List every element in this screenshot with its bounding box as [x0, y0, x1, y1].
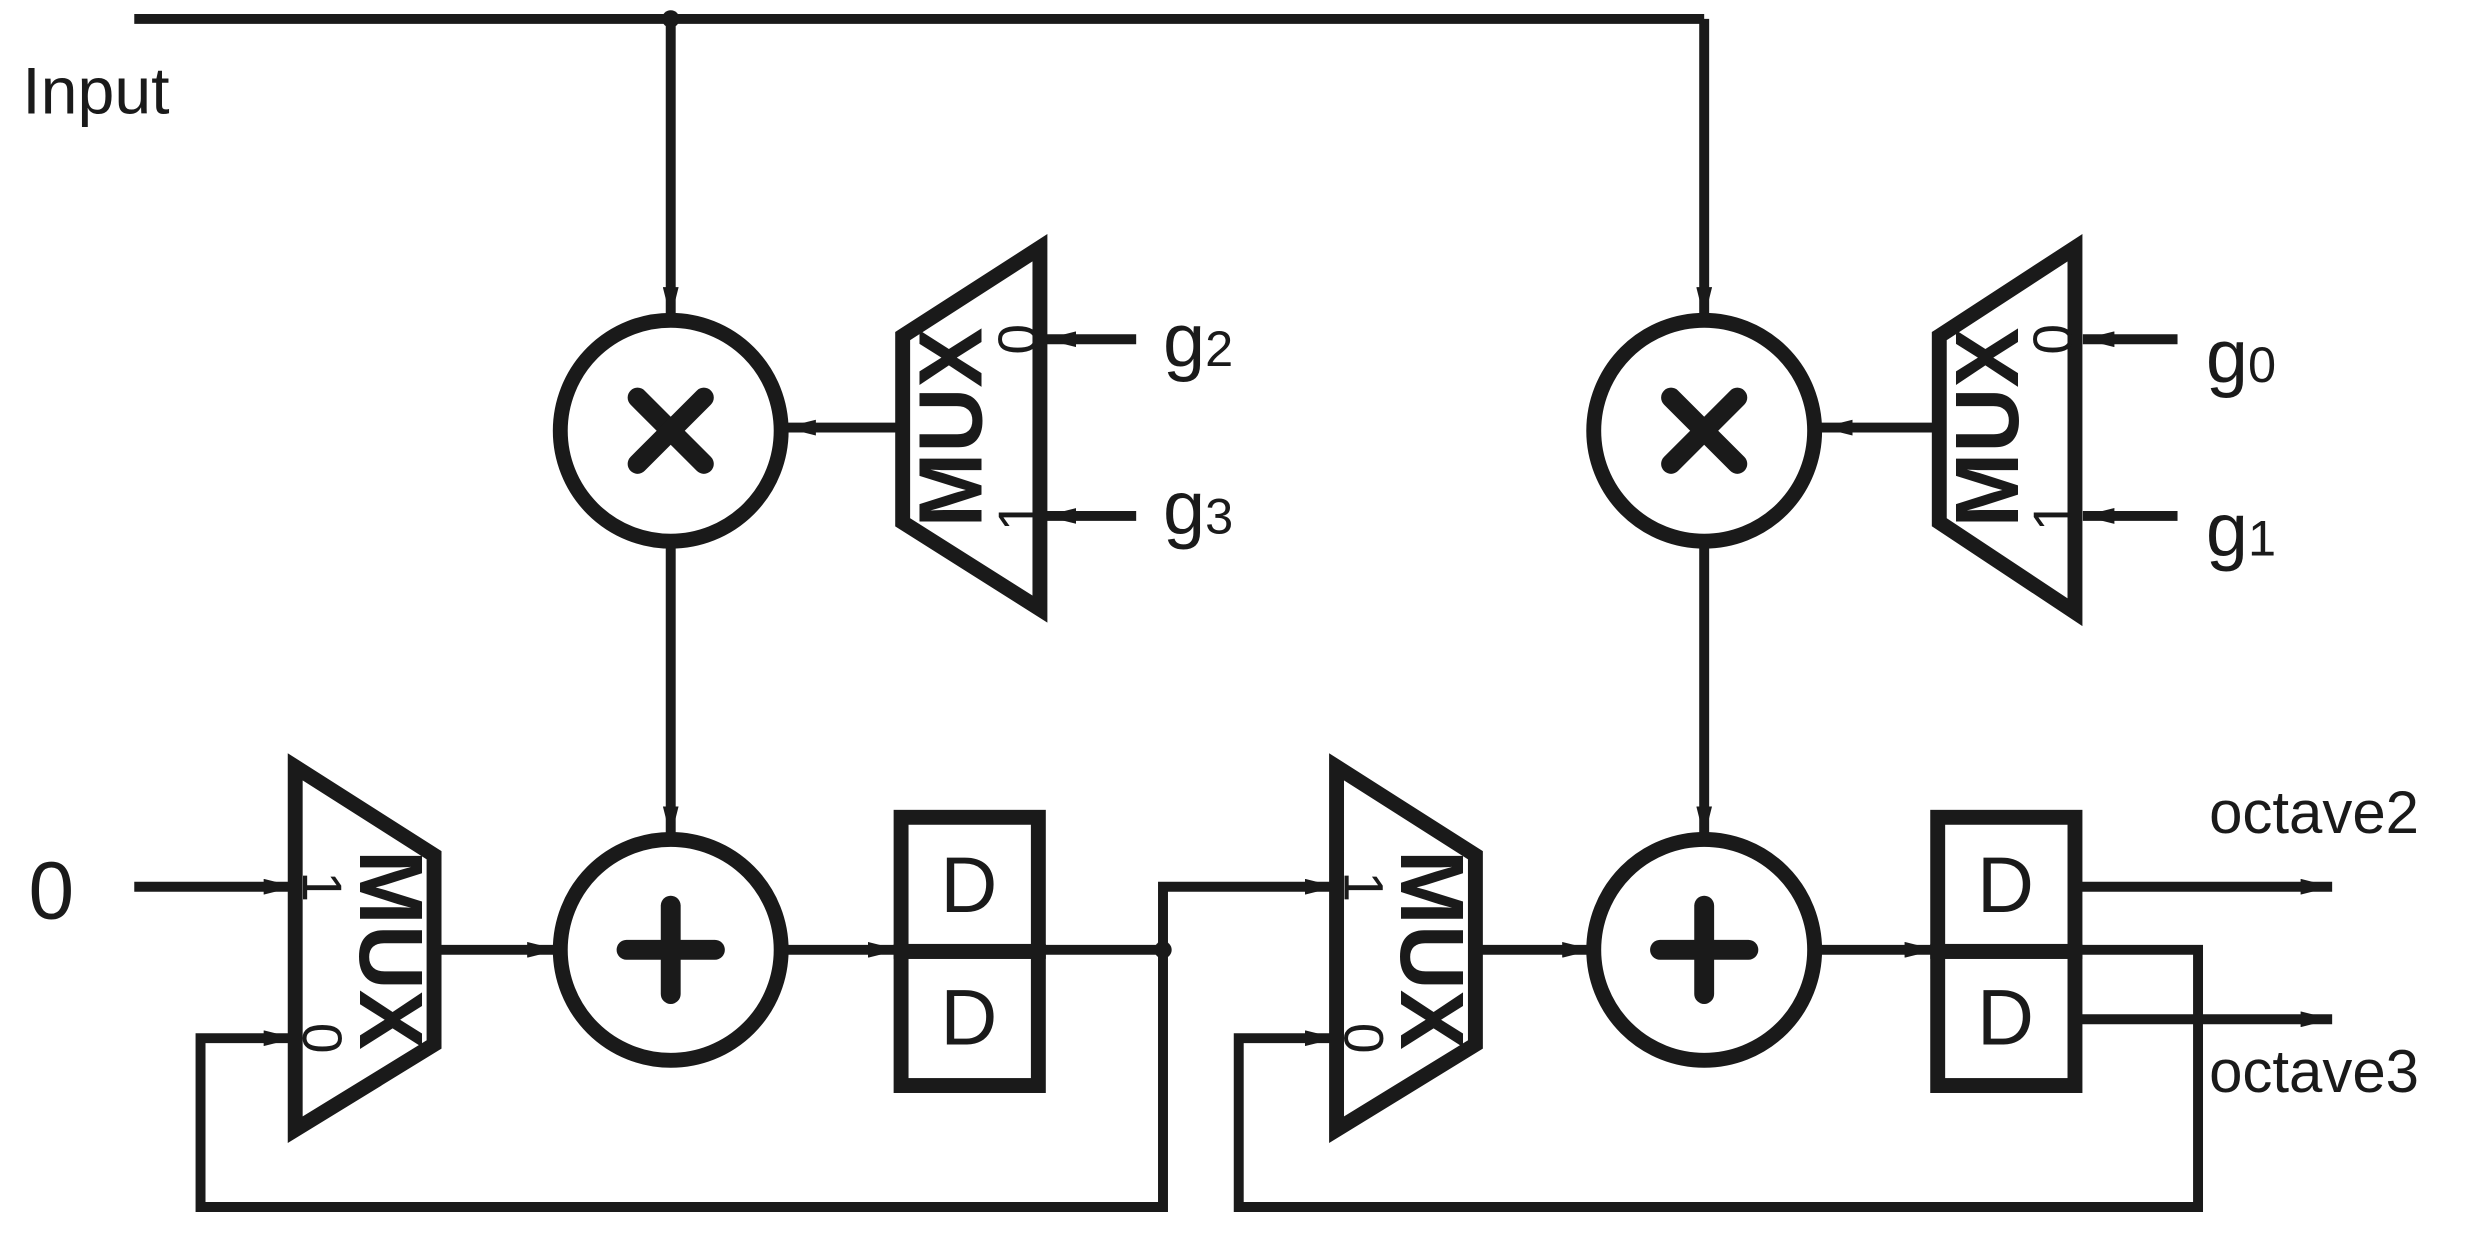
multiply-icon — [627, 387, 714, 474]
mux-feedback-right: MUX 1 0 — [1329, 753, 1483, 1144]
delay-label: D — [1977, 841, 2034, 929]
adder-1 — [552, 831, 789, 1068]
gain-g3-label: g3 — [1163, 465, 1233, 550]
octave2-label: octave2 — [2209, 779, 2419, 846]
gain-g3-sub: 3 — [1205, 487, 1233, 544]
mux-gain-left: MUX 0 1 — [895, 234, 1049, 623]
gain-g1-base: g — [2206, 487, 2248, 572]
gain-g2-label: g2 — [1163, 298, 1233, 383]
gain-g2-sub: 2 — [1205, 320, 1233, 377]
feedback-2-wire — [1233, 944, 2204, 1212]
wires — [134, 13, 2333, 1212]
mux-label: MUX — [902, 328, 1002, 528]
feedback-1-wire — [195, 949, 1168, 1212]
delay-stack-1: D D — [893, 809, 1046, 1093]
delay-stack-2: D D — [1930, 809, 2083, 1093]
delay-label: D — [940, 974, 997, 1062]
delay-junction-dot — [1154, 941, 1172, 959]
gain-g3-base: g — [1163, 465, 1205, 550]
delay-label: D — [940, 841, 997, 929]
mux-label: MUX — [1381, 850, 1481, 1050]
octave3-label: octave3 — [2209, 1038, 2419, 1105]
mux-port-0: 0 — [2022, 324, 2084, 355]
multiplier-2 — [1586, 312, 1823, 549]
mux-label: MUX — [1938, 328, 2038, 528]
mux-port-0: 0 — [987, 324, 1049, 355]
plus-icon — [1650, 895, 1759, 1004]
mux-port-0: 0 — [291, 1023, 353, 1054]
zero-constant-label: 0 — [29, 845, 75, 936]
multiply-icon — [1661, 387, 1748, 474]
multiplier-1 — [552, 312, 789, 549]
mux-port-1: 1 — [291, 871, 353, 902]
mux-feedback-left: MUX 1 0 — [287, 753, 442, 1144]
gain-g0-base: g — [2206, 314, 2248, 399]
mux-gain-right: MUX 0 1 — [1931, 233, 2084, 627]
mux-label: MUX — [340, 850, 440, 1050]
gain-g0-sub: 0 — [2248, 336, 2276, 393]
mux-port-1: 1 — [2022, 501, 2084, 532]
junction-to-mux-br-wire — [1158, 878, 1337, 950]
gain-g0-label: g0 — [2206, 314, 2276, 399]
delay-label: D — [1977, 974, 2034, 1062]
input-label: Input — [22, 55, 169, 129]
mux-port-0: 0 — [1332, 1023, 1394, 1054]
gain-g1-label: g1 — [2206, 487, 2276, 572]
input-junction-dot — [662, 10, 680, 28]
gain-g1-sub: 1 — [2248, 509, 2276, 566]
gain-g2-base: g — [1163, 298, 1205, 383]
mux-port-1: 1 — [1332, 871, 1394, 902]
plus-icon — [616, 895, 725, 1004]
mux-port-1: 1 — [987, 501, 1049, 532]
adder-2 — [1586, 831, 1823, 1068]
